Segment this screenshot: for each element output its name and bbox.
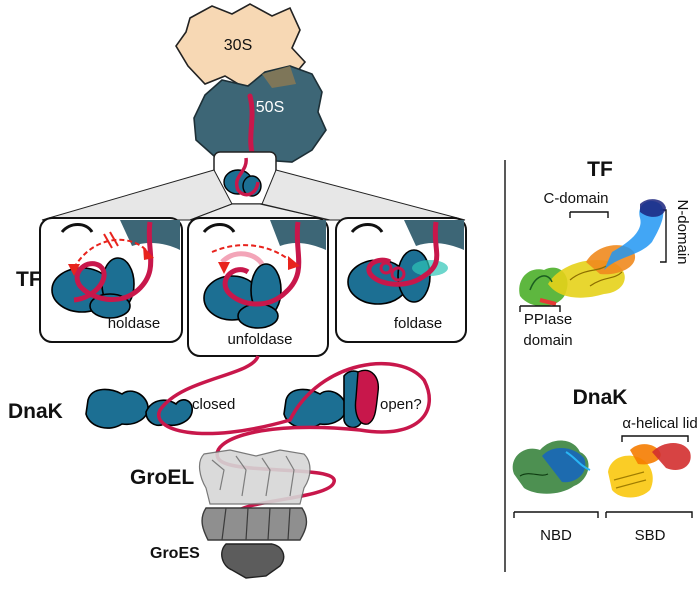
tf-panel-holdase: holdase <box>39 217 183 343</box>
ribosome-50s-subunit <box>193 65 327 165</box>
sbd-label: SBD <box>635 527 666 544</box>
dnak-side-label: DnaK <box>8 400 63 423</box>
groel-label: GroEL <box>130 466 194 489</box>
c-domain-label: C-domain <box>543 190 608 207</box>
dnak-open-label: open? <box>380 396 422 413</box>
dnak-structure-title: DnaK <box>573 386 628 409</box>
foldase-label: foldase <box>394 315 442 332</box>
ppiase-domain-label: domain <box>523 332 572 349</box>
dnak-structure-panel: DnaK α-helical lid NBD SBD <box>512 386 698 544</box>
30s-label: 30S <box>224 37 252 54</box>
tf-structure-title: TF <box>587 158 613 181</box>
dnak-open: open? <box>283 369 422 429</box>
groel-complex <box>198 449 311 579</box>
unfoldase-label: unfoldase <box>227 331 292 348</box>
groes-label: GroES <box>150 545 200 562</box>
tf-side-label: TF <box>16 268 42 291</box>
ribosome: 30S 50S <box>175 3 327 195</box>
ppiase-label: PPIase <box>524 311 572 328</box>
nbd-label: NBD <box>540 527 572 544</box>
holdase-label: holdase <box>108 315 161 332</box>
n-domain-label: N-domain <box>674 199 691 264</box>
ribosome-overlap <box>262 66 296 88</box>
tf-panel-foldase: foldase <box>335 217 467 343</box>
tf-panel-unfoldase: unfoldase <box>187 217 329 357</box>
dnak-closed: closed <box>85 388 235 429</box>
50s-label: 50S <box>256 99 284 116</box>
polypeptide-chain <box>157 355 431 517</box>
zoom-cone <box>41 169 466 221</box>
dnak-closed-label: closed <box>192 396 235 413</box>
lid-label: α-helical lid <box>622 415 697 432</box>
tf-structure-panel: TF C-domain N-domain PPIase domain <box>519 158 691 349</box>
